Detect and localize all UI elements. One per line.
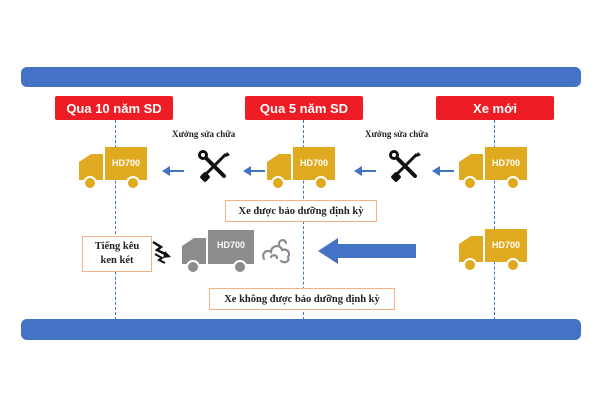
- maintained-caption: Xe được bảo dưỡng định kỳ: [225, 200, 377, 222]
- noise-caption-line-1: Tiếng kêu: [94, 241, 140, 252]
- top-band: [21, 67, 581, 87]
- truck-model-label: HD700: [300, 158, 328, 168]
- arrow-left-icon: [354, 166, 376, 176]
- noise-caption-line-2: ken két: [100, 255, 134, 266]
- stage-label-new: Xe mới: [436, 96, 554, 120]
- workshop-label-left: Xưởng sửa chữa: [172, 129, 236, 139]
- truck-icon: HD700: [79, 147, 147, 190]
- lightning-icon: [152, 240, 171, 264]
- wrench-screwdriver-icon: [389, 150, 421, 182]
- truck-model-label: HD700: [492, 240, 520, 250]
- smoke-icon: [262, 239, 291, 264]
- broken-truck-icon: HD700: [182, 230, 254, 274]
- arrow-left-icon: [318, 238, 416, 264]
- noise-caption: Tiếng kêu ken két: [82, 236, 152, 272]
- arrow-left-icon: [243, 166, 265, 176]
- unmaintained-caption: Xe không được bảo dưỡng định kỳ: [209, 288, 395, 310]
- timeline-new: [494, 120, 495, 320]
- truck-icon: HD700: [459, 229, 527, 272]
- stage-label-5-years: Qua 5 năm SD: [245, 96, 363, 120]
- truck-model-label: HD700: [112, 158, 140, 168]
- truck-model-label: HD700: [492, 158, 520, 168]
- wrench-screwdriver-icon: [198, 150, 230, 182]
- truck-icon: HD700: [267, 147, 335, 190]
- bottom-band: [21, 319, 581, 340]
- arrow-left-icon: [432, 166, 454, 176]
- timeline-10-years: [115, 120, 116, 320]
- workshop-label-right: Xưởng sửa chữa: [365, 129, 429, 139]
- stage-label-10-years: Qua 10 năm SD: [55, 96, 173, 120]
- arrow-left-icon: [162, 166, 184, 176]
- truck-icon: HD700: [459, 147, 527, 190]
- truck-model-label: HD700: [217, 240, 245, 250]
